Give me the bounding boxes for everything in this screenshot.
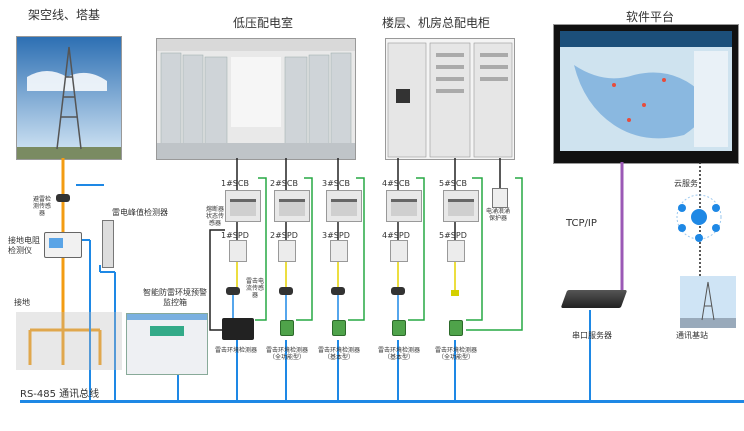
- tower-sensor-label: 避雷检测传感器: [32, 196, 51, 217]
- base-station-image: [680, 276, 736, 328]
- distribution-cabinet-photo: [385, 38, 515, 160]
- spd-4: [390, 240, 408, 262]
- scb-1: [225, 190, 261, 222]
- scb-2: [274, 190, 310, 222]
- tower-sensor-icon: [56, 194, 70, 202]
- spd-3: [330, 240, 348, 262]
- lightning-env-monitor-1: [222, 318, 254, 340]
- base-station-label: 通讯基站: [676, 331, 708, 340]
- smart-monitoring-box: [126, 313, 208, 375]
- lightning-env-monitor-5: [449, 320, 463, 336]
- spd-5: [447, 240, 465, 262]
- surge-module-icon: [492, 188, 508, 208]
- lightning-counter-icon: [102, 220, 114, 268]
- smart-box-label: 智能防雷环境预警监控箱: [143, 288, 207, 307]
- spd-label-2: 2#SPD: [270, 231, 298, 240]
- scb-4: [386, 190, 422, 222]
- spd-1: [229, 240, 247, 262]
- lightning-env-monitor-2: [280, 320, 294, 336]
- current-sensor-icon: [331, 287, 345, 295]
- cloud-service-icon: [676, 194, 722, 242]
- spd-label-3: 3#SPD: [322, 231, 350, 240]
- monitor-label-5: 雷击环境检测器（全功能型）: [434, 347, 477, 361]
- ground-terminal-icon: [451, 290, 459, 296]
- scb-3: [326, 190, 362, 222]
- section-title-floor-cabinet: 楼层、机房总配电柜: [382, 16, 491, 30]
- tower-photo: [16, 36, 122, 160]
- monitor-label-4: 雷击环境检测器（基本型）: [377, 347, 420, 361]
- current-sensor-icon: [279, 287, 293, 295]
- fuse-sensor-label: 熔断器状态传感器: [205, 206, 224, 227]
- spd-label-1: 1#SPD: [221, 231, 249, 240]
- tcpip-label: TCP/IP: [566, 218, 597, 229]
- lightning-env-monitor-3: [332, 320, 346, 336]
- scb-label-2: 2#SCB: [270, 179, 298, 188]
- grounding-label: 接地: [14, 298, 30, 307]
- scb-5: [443, 190, 479, 222]
- section-title-overhead: 架空线、塔基: [28, 8, 101, 22]
- monitor-label-1: 雷击环境检测器: [214, 347, 257, 354]
- serial-server-label: 串口服务器: [572, 331, 612, 340]
- rs485-bus: [20, 400, 744, 403]
- rs485-bus-label: RS-485 通讯总线: [20, 389, 100, 400]
- monitor-label-2: 雷击环境检测器（全功能型）: [265, 347, 308, 361]
- lightning-counter-label: 雷电峰值检测器: [112, 208, 168, 217]
- scb-label-1: 1#SCB: [221, 179, 249, 188]
- cloud-label: 云服务: [674, 179, 698, 188]
- spd-2: [278, 240, 296, 262]
- current-sensor-icon: [226, 287, 240, 295]
- low-voltage-room-photo: [156, 38, 356, 160]
- ground-resistance-meter-icon: [44, 232, 82, 258]
- spd-label-5: 5#SPD: [439, 231, 467, 240]
- spd-label-4: 4#SPD: [382, 231, 410, 240]
- section-title-low-voltage: 低压配电室: [233, 16, 294, 30]
- scb-label-4: 4#SCB: [382, 179, 410, 188]
- module-label: 电涌浪涌保护器: [485, 208, 510, 222]
- serial-server-icon: [560, 290, 628, 308]
- scb-label-5: 5#SCB: [439, 179, 467, 188]
- section-title-software: 软件平台: [626, 10, 675, 24]
- monitor-label-3: 雷击环境检测器（基本型）: [317, 347, 360, 361]
- ground-resistance-meter-label: 接地电阻检测仪: [8, 236, 40, 255]
- software-monitor-display: [553, 24, 739, 164]
- current-sensor-icon: [391, 287, 405, 295]
- scb-label-3: 3#SCB: [322, 179, 350, 188]
- lightning-env-monitor-4: [392, 320, 406, 336]
- spd-sensor-label: 雷击电流传感器: [245, 278, 264, 299]
